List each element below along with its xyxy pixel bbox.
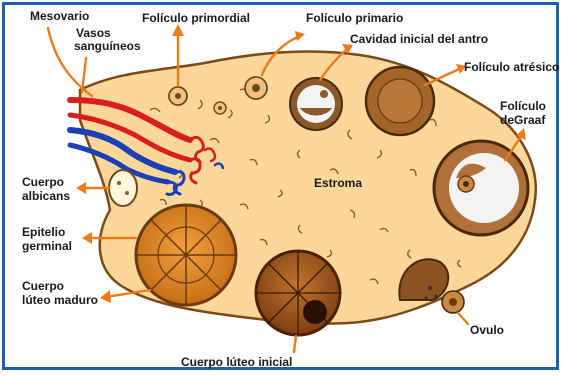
label-foliculo-atresico: Folículo atrésico bbox=[464, 60, 559, 74]
label-graaf-line2: deGraaf bbox=[500, 113, 546, 127]
label-graaf-line1: Folículo bbox=[500, 99, 546, 113]
label-albicans-line1: Cuerpo bbox=[22, 175, 64, 189]
follicle-primary bbox=[245, 77, 267, 99]
label-epitelio-line1: Epitelio bbox=[22, 225, 65, 239]
label-foliculo-primario: Folículo primario bbox=[306, 11, 403, 25]
label-vasos-line1: Vasos bbox=[76, 26, 111, 40]
follicle-early-antrum bbox=[290, 78, 342, 130]
label-estroma: Estroma bbox=[314, 176, 362, 190]
follicle-small bbox=[214, 102, 226, 114]
label-cavidad-antro: Cavidad inicial del antro bbox=[350, 32, 488, 46]
label-mesovario: Mesovario bbox=[30, 9, 89, 23]
corpus-albicans bbox=[109, 170, 137, 206]
label-albicans-line2: albicans bbox=[22, 189, 70, 203]
label-luteo-maduro-line1: Cuerpo bbox=[22, 279, 64, 293]
label-epitelio-line2: germinal bbox=[22, 239, 72, 253]
follicle-primordial bbox=[169, 87, 187, 105]
ovum bbox=[442, 291, 464, 313]
label-vasos-line2: sanguíneos bbox=[74, 39, 141, 53]
label-foliculo-primordial: Folículo primordial bbox=[142, 11, 250, 25]
follicle-atretic bbox=[366, 67, 434, 135]
follicle-de-graaf bbox=[434, 141, 528, 235]
label-luteo-maduro-line2: lúteo maduro bbox=[22, 293, 98, 307]
label-luteo-inicial: Cuerpo lúteo inicial bbox=[181, 355, 292, 369]
label-ovulo: Ovulo bbox=[470, 323, 504, 337]
corpus-luteum-early bbox=[256, 251, 340, 335]
